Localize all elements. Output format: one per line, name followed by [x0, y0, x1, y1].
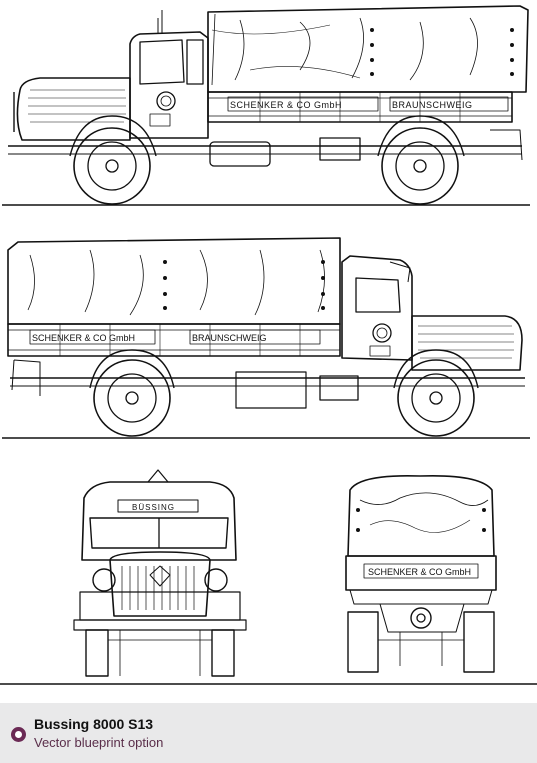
truck-blueprint-drawing: SCHENKER & CO GmbH BRAUNSCHWEIG — [0, 5, 537, 685]
caption-title: Bussing 8000 S13 — [34, 716, 154, 732]
front-view: BÜSSING — [73, 469, 247, 677]
cargo-text-right-2: BRAUNSCHWEIG — [192, 333, 267, 343]
caption-bar — [0, 703, 537, 763]
side-view-right: SCHENKER & CO GmbH BRAUNSCHWEIG — [2, 237, 530, 439]
side-view-left: SCHENKER & CO GmbH BRAUNSCHWEIG — [2, 5, 530, 206]
rear-view: SCHENKER & CO GmbH — [345, 474, 497, 673]
rear-text: SCHENKER & CO GmbH — [368, 567, 471, 577]
cargo-text-left-2: SCHENKER & CO GmbH — [32, 333, 135, 343]
caption-subtitle: Vector blueprint option — [34, 735, 164, 750]
front-badge: BÜSSING — [132, 503, 175, 512]
cargo-text-right: BRAUNSCHWEIG — [392, 100, 473, 110]
cargo-text-left: SCHENKER & CO GmbH — [230, 100, 342, 110]
option-radio[interactable] — [11, 727, 26, 742]
